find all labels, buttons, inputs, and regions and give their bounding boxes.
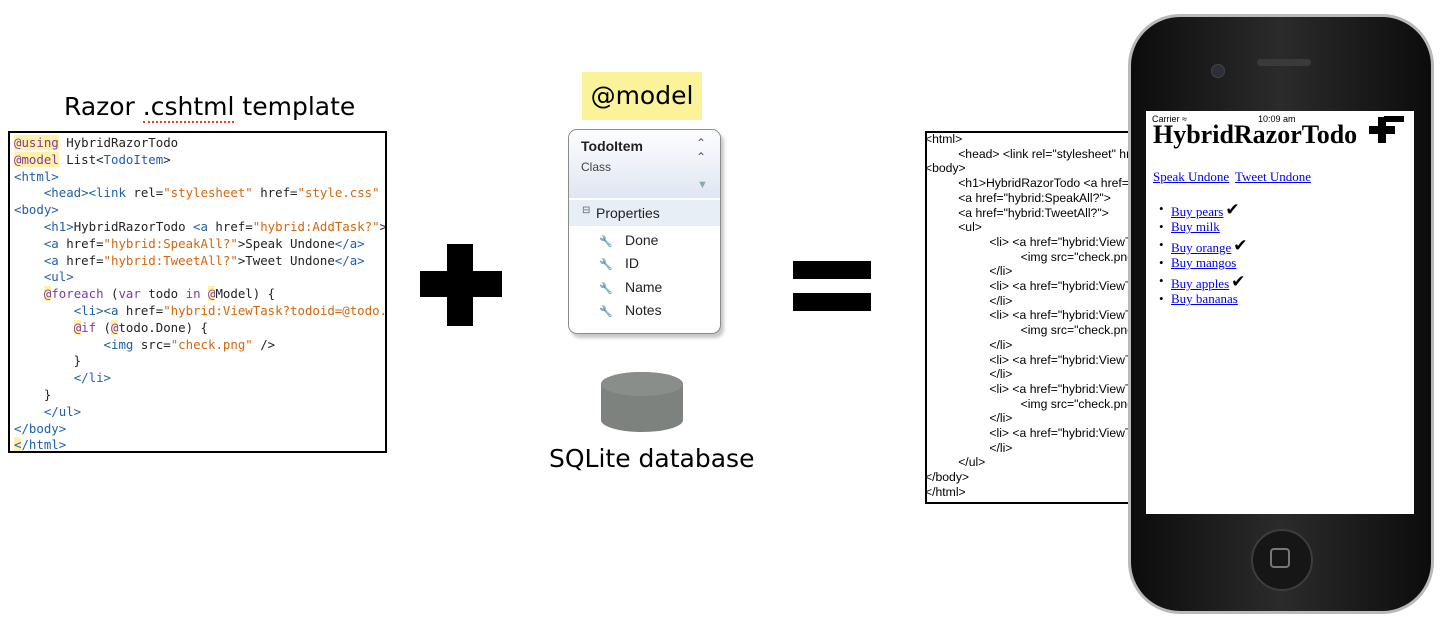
html-output-line: </li> [989,440,1013,455]
equals-sign-bottom [793,293,871,311]
property-label: Done [625,232,659,248]
property-item: 🔧 Notes [599,302,662,318]
properties-header: ⊟ Properties [569,200,720,226]
wrench-icon: 🔧 [599,236,613,248]
todo-item: Buy mangos [1159,255,1248,273]
property-label: Notes [625,302,662,318]
database-icon [601,372,683,432]
razor-title-prefix: Razor [64,92,143,121]
html-output-line: <li> <a href="hybrid:ViewTask?todoid=1"> [989,234,1157,249]
earpiece [1257,59,1311,66]
model-tag: @model [582,72,702,120]
property-item: 🔧 ID [599,255,639,271]
camera-icon [1211,64,1225,78]
razor-title-ext: .cshtml [142,92,235,123]
collapse-minus-icon: ⊟ [582,205,591,216]
html-output-line: <html> [925,132,963,146]
checkmark-icon: ✔ [1231,272,1246,291]
todo-item: Buy milk [1159,219,1248,237]
todo-item: Buy orange✔ [1159,236,1248,255]
html-output-line: </li> [989,293,1013,308]
html-output-line: </li> [989,367,1013,382]
html-output-line: <a href="hybrid:SpeakAll?"> [958,190,1111,205]
plus-sign-horizontal [420,271,502,297]
home-button[interactable] [1251,529,1313,591]
html-output-line: <img src="check.png" /> [1020,323,1153,338]
razor-code-box: @using HybridRazorTodo @model List<TodoI… [8,131,387,453]
todo-item: Buy bananas [1159,291,1248,309]
wrench-icon: 🔧 [599,306,613,318]
filter-icon: ▼ [697,179,708,191]
property-label: ID [625,255,639,271]
html-output-line: </html> [925,484,966,499]
razor-template-title: Razor .cshtml template [64,92,356,123]
properties-label: Properties [596,205,660,221]
html-output-line: <li> <a href="hybrid:ViewTask?todoid=2"> [989,279,1157,293]
property-label: Name [625,279,663,295]
status-carrier: Carrier ≈ [1152,114,1187,124]
wifi-icon: ≈ [1182,114,1187,124]
razor-code: @using HybridRazorTodo @model List<TodoI… [14,135,387,453]
home-square-icon [1270,548,1290,568]
checkmark-icon: ✔ [1233,236,1248,255]
collapse-chevron-icon: ⌃⌃ [696,136,707,164]
todo-item: Buy apples✔ [1159,272,1248,291]
html-output-line: <h1>HybridRazorTodo <a href="hybrid:AddT… [958,176,1157,191]
class-diagram: TodoItem Class ⌃⌃ ▼ ⊟ Properties 🔧 Done 🔧… [568,129,721,334]
wrench-icon: 🔧 [599,259,613,271]
todo-link[interactable]: Buy pears [1171,204,1224,219]
html-output-line: <li> <a href="hybrid:ViewTask?todoid=5"> [989,381,1157,396]
carrier-label: Carrier [1152,114,1180,124]
property-item: 🔧 Done [599,232,658,248]
todo-list: Buy pears✔Buy milkBuy orange✔Buy mangosB… [1159,200,1248,309]
todo-link[interactable]: Buy apples [1171,276,1230,291]
html-output-line: <img src="check.png" /> [1020,249,1153,264]
todo-item: Buy pears✔ [1159,200,1248,219]
todo-link[interactable]: Buy mangos [1171,255,1237,270]
add-task-icon[interactable] [1367,115,1399,147]
razor-title-suffix: template [234,92,356,121]
html-output-line: <body> [925,161,966,176]
html-output-line: <head> <link rel="stylesheet" href="styl… [958,146,1157,161]
html-output-line: </li> [989,337,1013,352]
class-name: TodoItem [581,138,643,154]
status-time: 10:09 am [1258,114,1296,124]
checkmark-icon: ✔ [1225,200,1240,219]
todo-link[interactable]: Buy bananas [1171,291,1238,306]
app-title: HybridRazorTodo [1153,120,1358,149]
tweet-undone-link[interactable]: Tweet Undone [1235,169,1311,184]
database-label: SQLite database [549,444,755,473]
class-kind: Class [581,160,612,174]
equals-sign-top [793,261,871,279]
html-output-line: </li> [989,411,1013,426]
html-output-line: <img src="check.png" /> [1020,396,1153,411]
html-output-box: <html><head> <link rel="stylesheet" href… [925,131,1159,504]
html-output-line: <li> <a href="hybrid:ViewTask?todoid=6"> [989,426,1157,440]
battery-icon [1384,116,1404,122]
html-output-line: <ul> [958,220,982,235]
wrench-icon: 🔧 [599,283,613,295]
html-output-line: <a href="hybrid:TweetAll?"> [958,205,1109,220]
phone-screen: Carrier ≈ 10:09 am HybridRazorTodo Speak… [1146,111,1414,514]
speak-undone-link[interactable]: Speak Undone [1153,169,1230,184]
html-output-line: <li> <a href="hybrid:ViewTask?todoid=4"> [989,352,1157,367]
class-header: TodoItem Class ⌃⌃ ▼ [569,130,720,198]
html-output-line: </body> [925,470,970,485]
todo-link[interactable]: Buy milk [1171,219,1220,234]
html-output-line: </ul> [958,455,986,470]
html-output-line: <li> <a href="hybrid:ViewTask?todoid=3"> [989,308,1157,323]
html-output-line: </li> [989,264,1013,279]
todo-link[interactable]: Buy orange [1171,240,1232,255]
property-item: 🔧 Name [599,279,662,295]
